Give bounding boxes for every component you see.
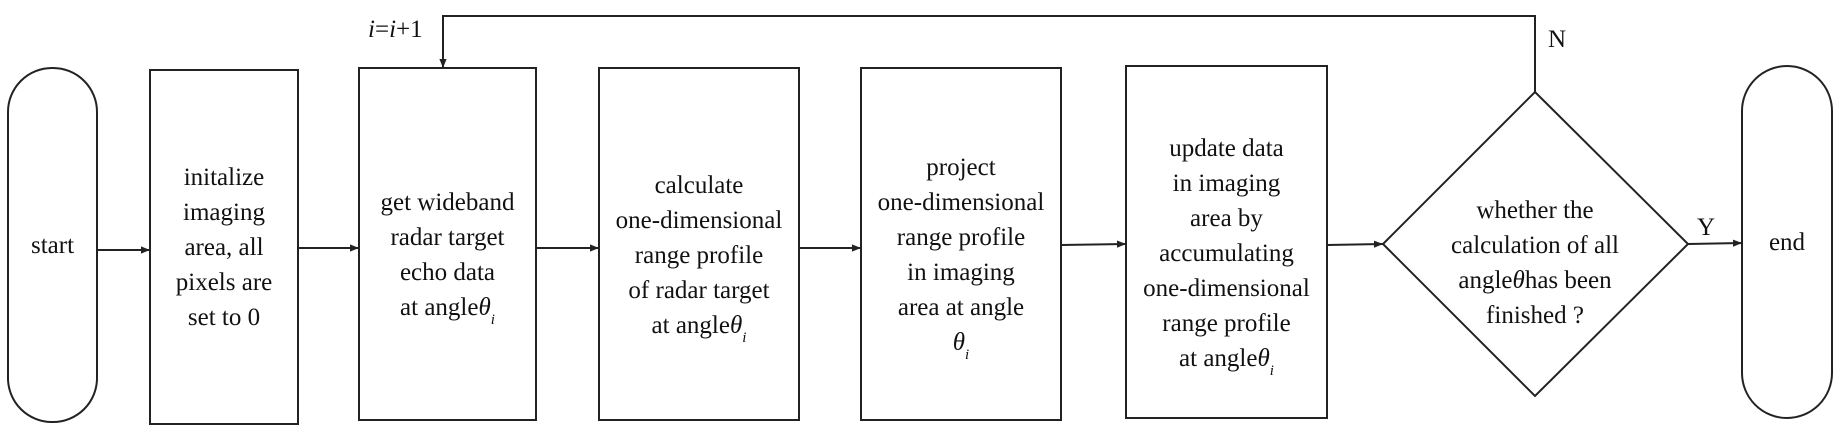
- init-label: initalize imaging area, all pixels are s…: [175, 163, 273, 331]
- arrow-update-to-decision: [1326, 240, 1384, 248]
- arrow-project-to-update: [1060, 240, 1127, 248]
- update-process-box: [1125, 65, 1328, 419]
- update-label: update data in imaging area by accumulat…: [1126, 66, 1327, 418]
- calc-profile-text: calculate one-dimensional range profile …: [615, 171, 783, 304]
- project-process-box: [860, 67, 1062, 421]
- decision-line-3: angle θ has been: [1458, 266, 1612, 294]
- decision-line-4: finished ?: [1486, 301, 1584, 329]
- calc-profile-angle-line: at angle θi: [651, 311, 747, 346]
- no-branch-label: N: [1548, 26, 1567, 53]
- project-text: project one-dimensional range profile in…: [877, 154, 1045, 321]
- arrow-decision-yes-to-end: [1687, 239, 1743, 247]
- start-label: start: [30, 231, 75, 259]
- calc-profile-process-box: [598, 67, 800, 421]
- get-echo-angle-line: at angle θi: [400, 294, 495, 328]
- arrow-decision-no-loop: [439, 15, 1536, 92]
- end-terminal-shape: [1741, 65, 1833, 419]
- project-angle-line: θi: [952, 329, 970, 363]
- get-echo-process-box: [358, 67, 537, 421]
- decision-label: whether the calculation of all angle θ h…: [1430, 150, 1640, 340]
- decision-diamond: [1381, 90, 1690, 398]
- project-label: project one-dimensional range profile in…: [861, 68, 1061, 420]
- update-angle-line: at angle θi: [1179, 344, 1274, 379]
- start-terminal-shape: [7, 67, 98, 423]
- yes-branch-label: Y: [1697, 214, 1716, 241]
- calc-profile-label: calculate one-dimensional range profile …: [599, 68, 799, 420]
- init-process-box: [149, 69, 299, 425]
- end-label: end: [1768, 228, 1806, 256]
- get-echo-text: get wideband radar target echo data: [380, 189, 515, 286]
- decision-line-2: calculation of all: [1451, 231, 1619, 259]
- decision-line-1: whether the: [1476, 196, 1594, 224]
- get-echo-label: get wideband radar target echo data at a…: [359, 68, 536, 420]
- update-text: update data in imaging area by accumulat…: [1143, 134, 1310, 337]
- loop-increment-label: i=i+1: [368, 16, 423, 43]
